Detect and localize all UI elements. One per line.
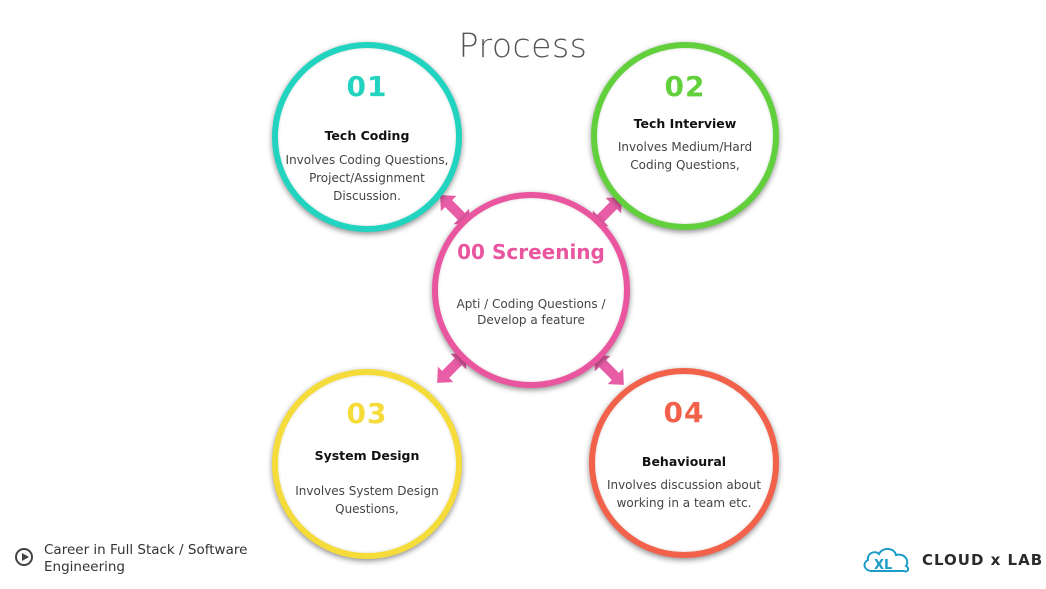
- step-01-number: 01: [346, 70, 388, 103]
- step-03-circle: 03 System Design Involves System Design …: [272, 369, 462, 559]
- step-03-number: 03: [346, 397, 388, 430]
- play-circle-icon[interactable]: [15, 548, 33, 566]
- course-title: Career in Full Stack / Software Engineer…: [44, 542, 248, 575]
- brand-name: CLOUD x LAB: [922, 551, 1044, 569]
- step-03-heading: System Design: [314, 448, 420, 463]
- step-02-description: Involves Medium/Hard Coding Questions,: [617, 140, 753, 172]
- step-04-number: 04: [663, 396, 705, 429]
- step-02-circle: 02 Tech Interview Involves Medium/Hard C…: [591, 42, 779, 230]
- step-01-description: Involves Coding Questions, Project/Assig…: [285, 153, 449, 203]
- step-01-circle: 01 Tech Coding Involves Coding Questions…: [272, 42, 462, 232]
- brand-logo: XL CLOUD x LAB: [860, 544, 1043, 576]
- center-number: 00: [457, 240, 485, 264]
- cloud-xl-icon: XL: [863, 547, 910, 573]
- center-title: 00 Screening: [438, 240, 624, 264]
- center-description: Apti / Coding Questions / Develop a feat…: [456, 297, 606, 327]
- step-04-description: Involves discussion about working in a t…: [606, 478, 762, 510]
- step-02-number: 02: [664, 70, 706, 103]
- step-04-heading: Behavioural: [641, 454, 727, 469]
- course-link[interactable]: Career in Full Stack / Software Engineer…: [15, 542, 264, 576]
- center-screening-circle: 00 Screening Apti / Coding Questions / D…: [432, 192, 630, 388]
- page-title: Process: [458, 26, 588, 65]
- step-02-heading: Tech Interview: [633, 116, 737, 131]
- step-01-heading: Tech Coding: [324, 128, 410, 143]
- step-04-circle: 04 Behavioural Involves discussion about…: [589, 368, 779, 558]
- center-label: Screening: [491, 240, 605, 264]
- step-03-description: Involves System Design Questions,: [295, 484, 439, 516]
- svg-text:XL: XL: [874, 558, 892, 573]
